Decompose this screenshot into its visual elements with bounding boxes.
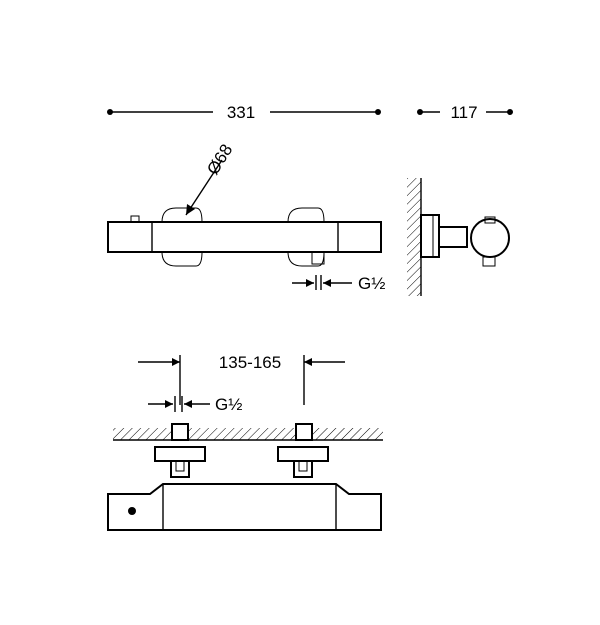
dimension-thread-bottom: G½: [148, 395, 242, 414]
label-knob-diameter: Ø68: [203, 141, 236, 178]
label-overall-length: 331: [227, 103, 255, 122]
knob-right-bottom: [287, 251, 325, 267]
nut-left: [170, 460, 190, 478]
dimension-center-distance: 135-165: [138, 353, 345, 405]
label-depth: 117: [450, 103, 477, 122]
inlet-left: [171, 423, 189, 441]
top-view: 135-165 G½: [107, 353, 383, 531]
wall-hatch-top: [113, 428, 383, 440]
nut-right: [293, 460, 313, 478]
knob-left-top: [161, 207, 203, 223]
wall-flange: [420, 214, 440, 258]
knob-left-bottom: [161, 251, 203, 267]
dimension-depth: 117: [417, 103, 513, 122]
side-view: 117: [407, 103, 513, 296]
front-view: 331 Ø68 G½: [107, 103, 385, 293]
mixer-body-front: [107, 221, 382, 253]
flange-left: [154, 446, 206, 462]
dimension-overall-length: 331: [107, 103, 381, 122]
button-dot: [128, 507, 136, 515]
leader-knob-diameter: [185, 159, 223, 216]
flange-right: [277, 446, 329, 462]
inlet-right: [295, 423, 313, 441]
mixer-body-side: [470, 218, 510, 258]
label-center-distance: 135-165: [219, 353, 281, 372]
knob-right-top: [287, 207, 325, 223]
mixer-body-top: [107, 483, 382, 531]
connector: [438, 226, 468, 248]
label-thread-bottom: G½: [215, 395, 242, 414]
outlet-nub: [311, 251, 325, 265]
label-thread-side: G½: [358, 274, 385, 293]
wall-hatch-side: [407, 178, 421, 296]
button-nub: [130, 215, 140, 223]
dimension-thread-side: G½: [292, 274, 385, 293]
